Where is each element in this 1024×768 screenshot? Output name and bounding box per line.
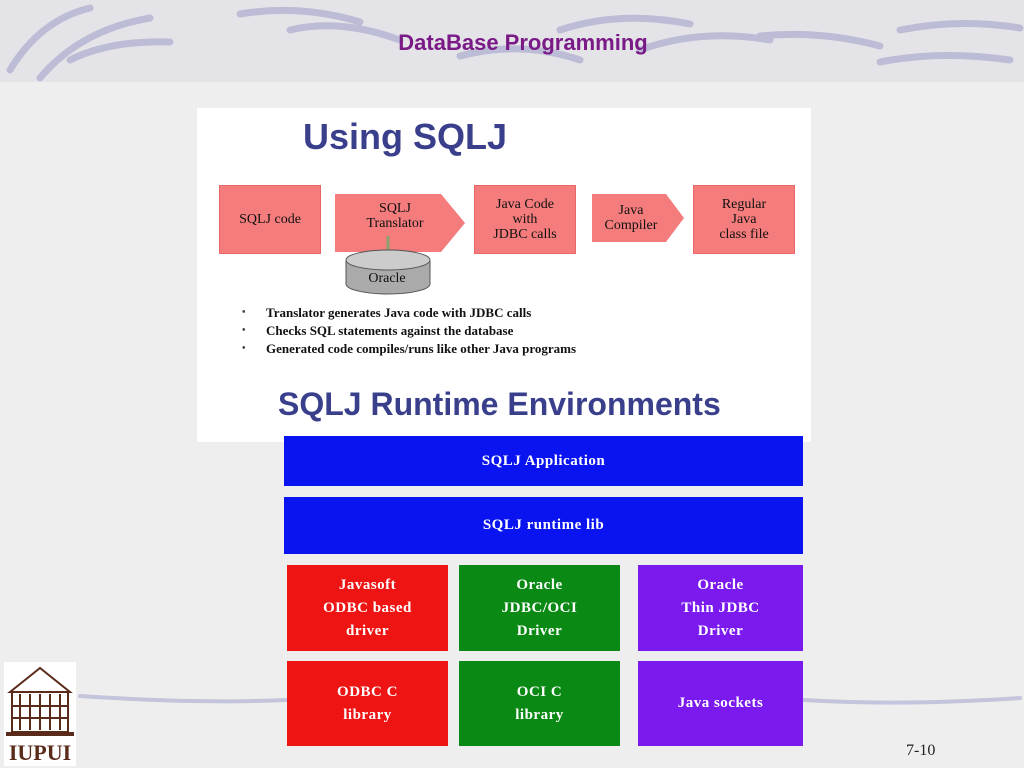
sqlj-runtime-lib-label: SQLJ runtime lib <box>482 517 605 533</box>
logo-text: IUPUI <box>9 740 71 765</box>
javasoft-driver-label: Javasoft ODBC based driver <box>323 576 412 639</box>
sqlj-code-label: SQLJ code <box>239 212 301 227</box>
class-file-box: Regular Java class file <box>693 185 795 254</box>
oci-library-label: OCI C library <box>515 683 564 723</box>
oracle-thin-driver-label: Oracle Thin JDBC Driver <box>681 576 760 639</box>
bullet-item: Translator generates Java code with JDBC… <box>242 304 576 322</box>
java-sockets-box: Java sockets <box>638 661 803 746</box>
class-file-label: Regular Java class file <box>719 197 769 242</box>
odbc-library-box: ODBC C library <box>287 661 448 746</box>
java-code-label: Java Code with JDBC calls <box>493 197 557 242</box>
arrow-shape-icon <box>335 194 465 252</box>
java-code-box: Java Code with JDBC calls <box>474 185 576 254</box>
java-compiler-arrow: Java Compiler <box>592 194 686 242</box>
java-compiler-label: Java Compiler <box>604 203 658 233</box>
bullet-list: Translator generates Java code with JDBC… <box>242 304 576 358</box>
sqlj-translator-label: SQLJ Translator <box>366 201 424 231</box>
diagram-panel <box>197 108 811 442</box>
sqlj-application-layer: SQLJ Application <box>284 436 803 486</box>
oracle-oci-driver-box: Oracle JDBC/OCI Driver <box>459 565 620 651</box>
oracle-oci-driver-label: Oracle JDBC/OCI Driver <box>501 576 578 639</box>
java-sockets-label: Java sockets <box>677 695 764 711</box>
sqlj-runtime-lib-layer: SQLJ runtime lib <box>284 497 803 554</box>
sqlj-code-box: SQLJ code <box>219 185 321 254</box>
header-title: DataBase Programming <box>398 30 648 55</box>
iupui-logo: IUPUI <box>4 662 76 766</box>
page-number: 7-10 <box>906 742 936 759</box>
bullet-item: Generated code compiles/runs like other … <box>242 340 576 358</box>
oracle-thin-driver-box: Oracle Thin JDBC Driver <box>638 565 803 651</box>
database-cylinder-icon <box>345 236 431 295</box>
slide-title: Using SQLJ <box>302 116 508 157</box>
oci-library-box: OCI C library <box>459 661 620 746</box>
sqlj-application-label: SQLJ Application <box>481 452 606 469</box>
bullet-item: Checks SQL statements against the databa… <box>242 322 576 340</box>
javasoft-driver-box: Javasoft ODBC based driver <box>287 565 448 651</box>
arrow-shape-icon <box>592 194 684 242</box>
runtime-title: SQLJ Runtime Environments <box>278 386 721 422</box>
database-label: Oracle <box>368 271 406 286</box>
sqlj-translator-arrow: SQLJ Translator <box>335 194 467 252</box>
odbc-library-label: ODBC C library <box>337 683 398 723</box>
